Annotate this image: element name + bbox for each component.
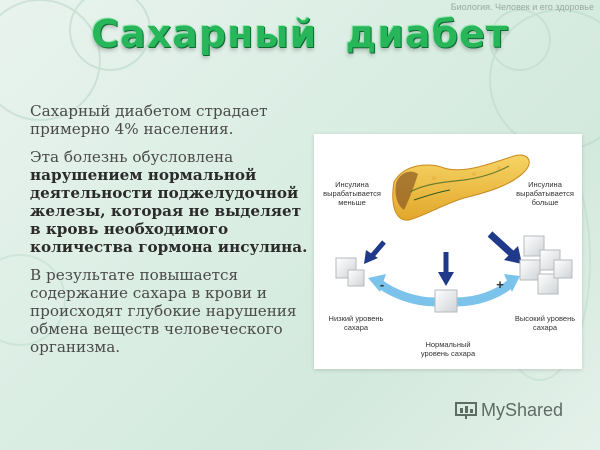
paragraph-3: В результате повышается содержание сахар… (30, 266, 297, 356)
paragraph-2-normal: Эта болезнь обусловлена (30, 148, 234, 166)
sugar-cube-low (335, 257, 365, 287)
sugar-cube-high (519, 235, 573, 295)
paragraph-1: Сахарный диабетом страдает примерно 4% н… (30, 102, 268, 138)
header-note: Биология. Человек и его здоровье (450, 2, 594, 12)
slide-text: Сахарный диабетом страдает примерно 4% н… (30, 102, 308, 366)
label-sugar-high: Высокий уровень сахара (514, 314, 576, 332)
paragraph-2: Эта болезнь обусловлена нарушением норма… (30, 148, 308, 256)
watermark-text: MyShared (481, 400, 564, 420)
label-sugar-low: Низкий уровень сахара (328, 314, 384, 332)
label-insulin-more: Инсулина вырабатывается больше (516, 180, 574, 207)
paragraph-2-bold: нарушением нормальной деятельности подже… (30, 166, 308, 256)
presentation-icon (455, 401, 477, 419)
label-sugar-normal: Нормальный уровень сахара (420, 340, 476, 358)
pancreas-organ (392, 154, 530, 221)
sugar-cube-normal (434, 289, 458, 313)
watermark: MyShared (455, 400, 563, 421)
pancreas-figure: Инсулина вырабатывается меньше Инсулина … (314, 134, 582, 369)
page-title: Сахарный диабет (91, 12, 509, 56)
arrow-left-dark (370, 240, 386, 258)
plus-sign: + (496, 277, 504, 292)
label-insulin-less: Инсулина вырабатывается меньше (323, 180, 381, 207)
arrow-right-dark (487, 231, 515, 257)
arrow-to-high (455, 280, 513, 307)
figure-graphic (335, 154, 573, 313)
arrow-to-low (377, 280, 437, 307)
minus-sign: - (379, 277, 385, 292)
